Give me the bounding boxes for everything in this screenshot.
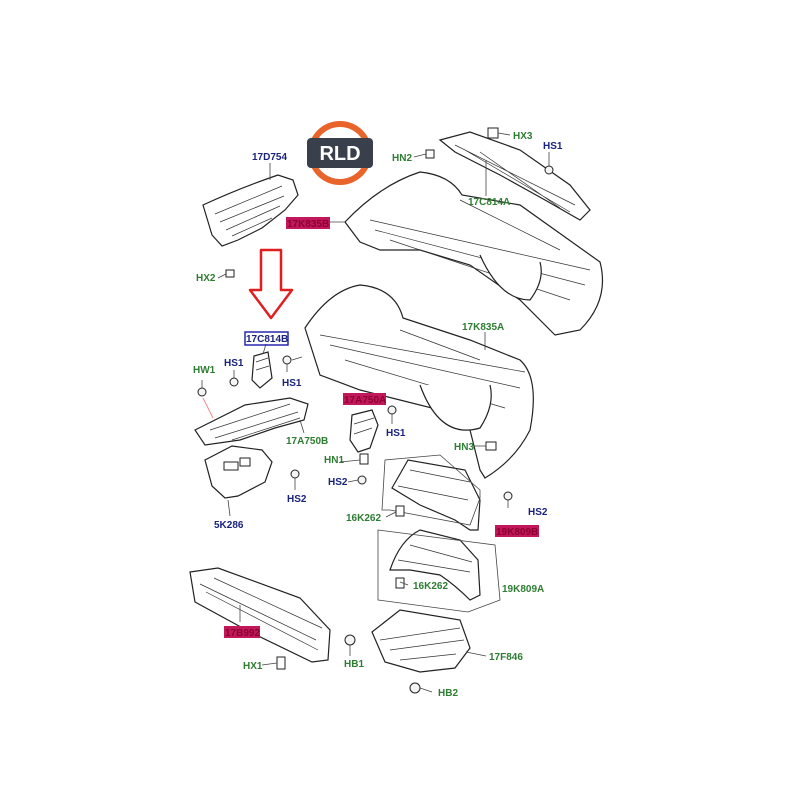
clip-hn2 bbox=[425, 149, 435, 159]
part-17C814B bbox=[251, 343, 273, 389]
clip-hx2-left bbox=[217, 269, 235, 279]
callout-hn2: HN2 bbox=[392, 153, 412, 164]
screw-hs1-a bbox=[282, 355, 292, 372]
part-19K809A bbox=[377, 529, 501, 613]
callout-hs1-b: HS1 bbox=[282, 378, 302, 389]
part-17K835B bbox=[300, 171, 604, 336]
clip-16K262-a bbox=[395, 505, 405, 517]
clip-hx3 bbox=[487, 127, 499, 139]
clip-hn1 bbox=[359, 453, 369, 465]
callout-17A750B: 17A750B bbox=[286, 436, 328, 447]
callout-17F846: 17F846 bbox=[489, 652, 523, 663]
callout-hx2: HX2 bbox=[196, 273, 216, 284]
screw-hs1-d bbox=[387, 405, 397, 424]
part-17D754 bbox=[202, 163, 299, 247]
callout-hl-17K835B bbox=[286, 217, 330, 229]
callout-19K809B: 19K809B bbox=[496, 527, 538, 538]
callout-17C814A: 17C814A bbox=[468, 197, 510, 208]
bolt-hb2 bbox=[409, 682, 421, 694]
screw-hs2-c bbox=[503, 491, 513, 508]
callout-17K835B: 17K835B bbox=[287, 219, 329, 230]
callout-hs2-a: HS2 bbox=[287, 494, 307, 505]
callout-hb1: HB1 bbox=[344, 659, 364, 670]
part-17F846 bbox=[371, 609, 471, 673]
callout-hb2: HB2 bbox=[438, 688, 458, 699]
callout-hn3: HN3 bbox=[454, 442, 474, 453]
callout-16K262-a: 16K262 bbox=[346, 513, 381, 524]
callout-hw1: HW1 bbox=[193, 365, 216, 376]
screw-hs2-b bbox=[357, 475, 367, 485]
screw-hs1-c bbox=[544, 152, 554, 175]
red-down-arrow-icon bbox=[248, 248, 294, 320]
part-5K286 bbox=[204, 445, 273, 517]
callout-hs2-b: HS2 bbox=[328, 477, 348, 488]
callout-hs2-c: HS2 bbox=[528, 507, 548, 518]
callout-5K286: 5K286 bbox=[214, 520, 244, 531]
screw-hs1-b bbox=[229, 370, 239, 387]
callout-hs1-a: HS1 bbox=[224, 358, 244, 369]
rivet-hw1 bbox=[197, 380, 214, 419]
callout-hx3: HX3 bbox=[513, 131, 533, 142]
callout-hl-17B992 bbox=[224, 626, 260, 638]
callout-19K809A: 19K809A bbox=[502, 584, 544, 595]
callout-17K835A: 17K835A bbox=[462, 322, 504, 333]
callout-16K262-b: 16K262 bbox=[413, 581, 448, 592]
bolt-hb1 bbox=[344, 634, 356, 656]
callout-17C814B: 17C814B bbox=[246, 334, 288, 345]
part-19K809B bbox=[381, 454, 481, 531]
callout-hx1: HX1 bbox=[243, 661, 263, 672]
clip-16K262-b bbox=[395, 577, 405, 589]
callout-hs1-d: HS1 bbox=[386, 428, 406, 439]
callout-17A750A: 17A750A bbox=[344, 395, 386, 406]
clip-hx1 bbox=[276, 656, 286, 670]
part-17K835A bbox=[304, 284, 534, 479]
part-17A750B bbox=[194, 397, 309, 446]
logo-text: RLD bbox=[319, 143, 360, 165]
callout-hl-17A750A bbox=[343, 393, 386, 405]
callout-hl-19K809B bbox=[495, 525, 539, 537]
callout-17D754: 17D754 bbox=[252, 152, 287, 163]
callout-hn1: HN1 bbox=[324, 455, 344, 466]
clip-hn3 bbox=[485, 441, 497, 451]
part-17A750A bbox=[349, 409, 379, 453]
callout-hs1-c: HS1 bbox=[543, 141, 563, 152]
callout-box-17C814B bbox=[244, 331, 289, 346]
part-17C814A bbox=[438, 131, 591, 221]
callout-17B992: 17B992 bbox=[225, 628, 260, 639]
screw-hs2-a bbox=[290, 469, 300, 490]
part-17B992 bbox=[189, 567, 331, 663]
rld-logo: RLD bbox=[307, 121, 373, 185]
